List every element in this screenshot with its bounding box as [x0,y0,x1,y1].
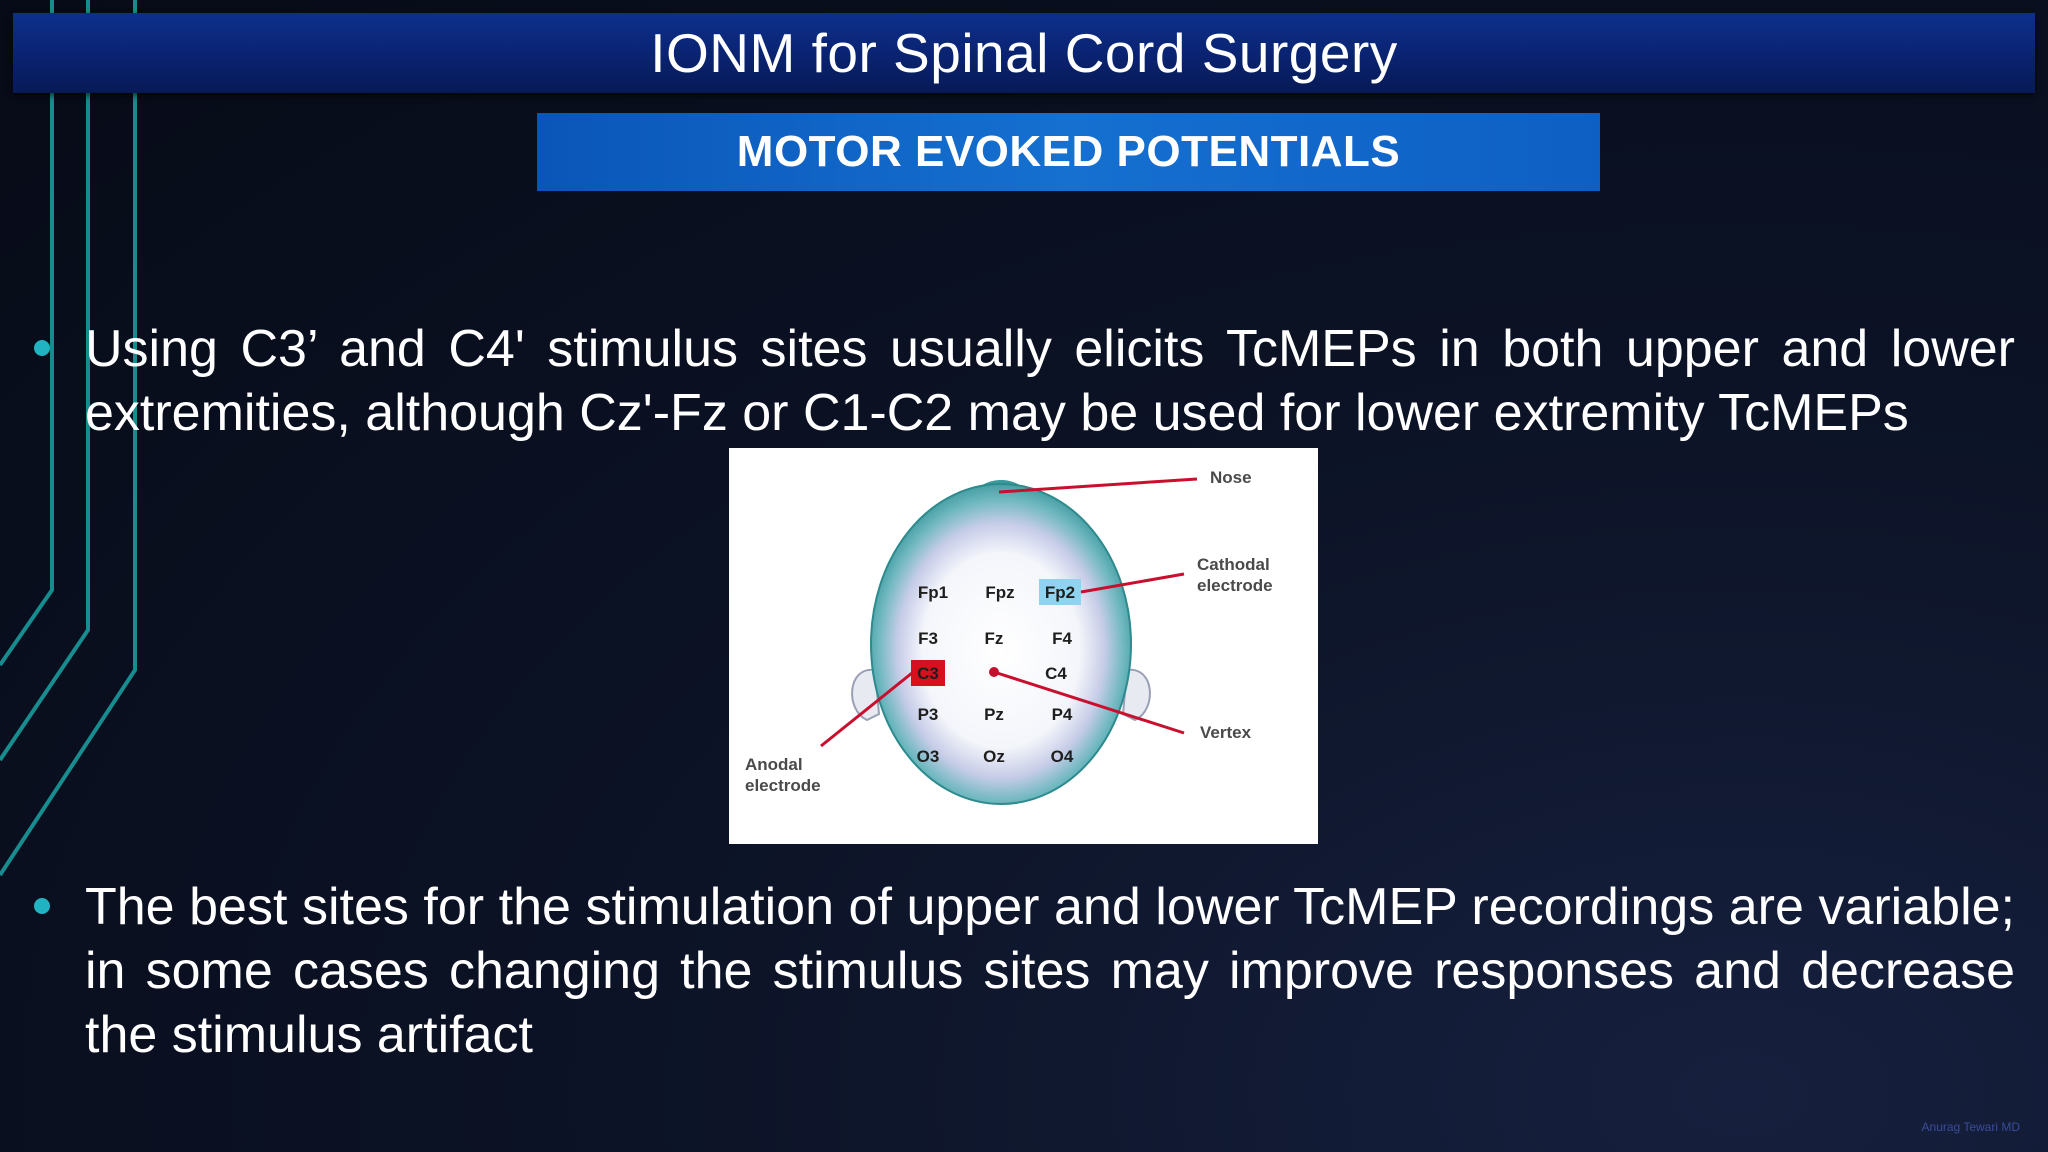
electrode-c4: C4 [1045,664,1067,683]
electrode-p4: P4 [1052,705,1073,724]
electrode-fz: Fz [985,629,1004,648]
decorative-accent-lines [0,0,137,877]
electrode-oz: Oz [983,747,1005,766]
electrode-c3: C3 [917,664,939,683]
electrode-fp1: Fp1 [918,583,948,602]
subtitle-bar: MOTOR EVOKED POTENTIALS [537,113,1600,191]
label-cathodal-line1: Cathodal [1197,555,1270,574]
label-nose: Nose [1210,468,1252,487]
electrode-fp2: Fp2 [1045,583,1075,602]
bullet-text-1: Using C3’ and C4' stimulus sites usually… [85,320,2015,442]
title-bar: IONM for Spinal Cord Surgery [13,13,2035,93]
label-cathodal-line2: electrode [1197,576,1273,595]
head-diagram-svg: Fp1 Fpz Fp2 F3 Fz F4 C3 C4 P3 Pz P4 O3 O… [745,468,1273,805]
cathodal-electrode-highlight [1039,579,1081,605]
label-anodal-line1: Anodal [745,755,803,774]
bullet-text-2: The best sites for the stimulation of up… [85,878,2015,1064]
slide-title: IONM for Spinal Cord Surgery [650,22,1398,84]
label-anodal-line2: electrode [745,776,821,795]
head-shape [870,483,1132,805]
electrode-o3: O3 [917,747,940,766]
vertex-pointer-line [993,670,1185,735]
left-ear [851,668,881,722]
eeg-electrode-diagram: Fp1 Fpz Fp2 F3 Fz F4 C3 C4 P3 Pz P4 O3 O… [729,448,1318,844]
slide-subtitle: MOTOR EVOKED POTENTIALS [736,127,1401,176]
electrode-o4: O4 [1051,747,1074,766]
electrode-f4: F4 [1052,629,1072,648]
electrode-fpz: Fpz [985,583,1014,602]
author-watermark: Anurag Tewari MD [1921,1120,2020,1134]
label-vertex: Vertex [1200,723,1252,742]
anodal-pointer-line [820,671,913,748]
bullet-dot [34,340,50,356]
bullet-dot [34,898,50,914]
nose-pointer-line [998,477,1198,494]
cathodal-pointer-line [1080,572,1185,594]
electrode-p3: P3 [918,705,939,724]
electrode-f3: F3 [918,629,938,648]
electrode-pz: Pz [984,705,1004,724]
anodal-electrode-highlight [911,660,945,686]
right-ear [1121,668,1151,722]
